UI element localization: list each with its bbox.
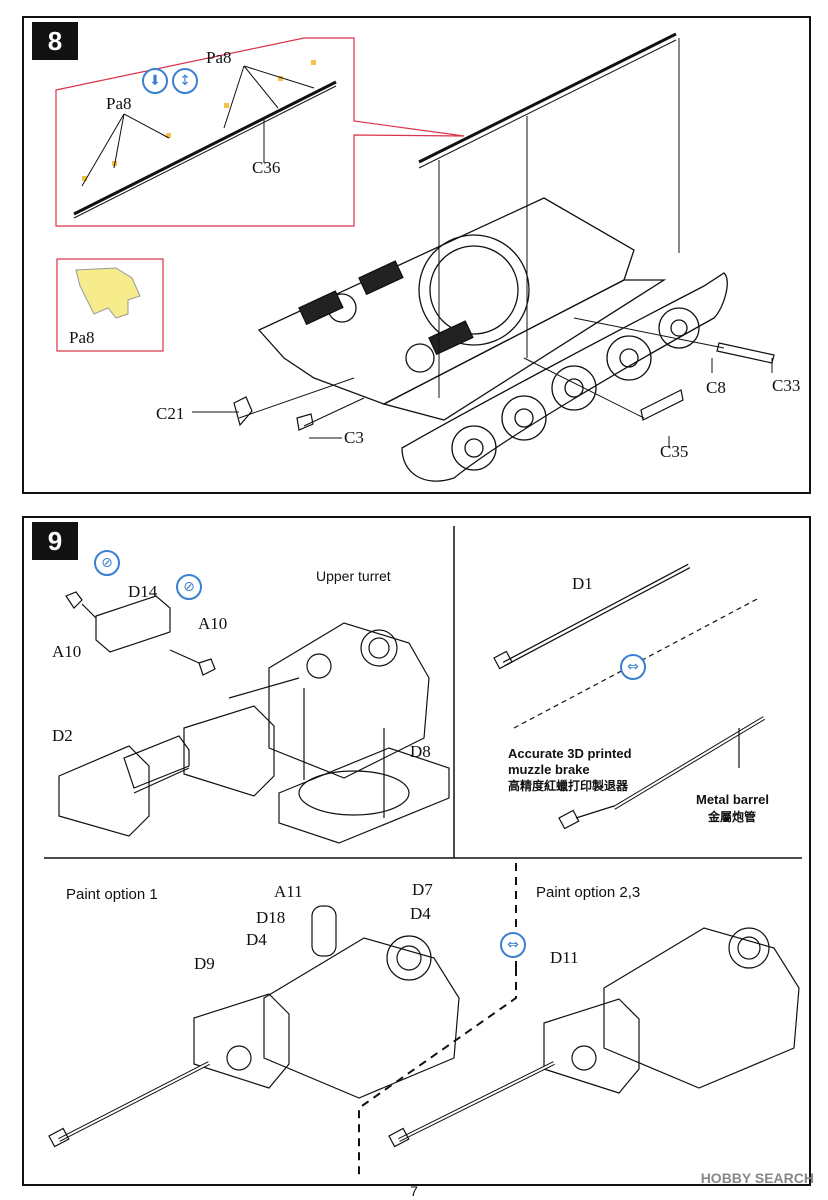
paint-option-23-title: Paint option 2,3: [536, 884, 641, 901]
label-c3: C3: [344, 428, 364, 447]
label-d2: D2: [52, 726, 73, 745]
step-9-panel: 9: [22, 516, 811, 1186]
step-9-drawing: [44, 526, 802, 1178]
symmetry-icon: ↕: [172, 68, 198, 94]
label-a10-left: A10: [52, 642, 82, 661]
no-glue-icon: ⊘: [94, 550, 120, 576]
muzzle-brake-note-line1: Accurate 3D printed: [508, 746, 632, 761]
label-d1: D1: [572, 574, 593, 593]
label-c8: C8: [706, 378, 726, 397]
label-pa8-a: Pa8: [106, 94, 132, 113]
label-upper-turret: Upper turret: [316, 568, 391, 584]
label-c33: C33: [772, 376, 801, 395]
page-number: 7: [410, 1183, 418, 1199]
label-pa8-b: Pa8: [206, 48, 232, 67]
label-d8: D8: [410, 742, 431, 761]
label-a11: A11: [274, 882, 303, 901]
glue-icon: ⬇: [142, 68, 168, 94]
label-d14: D14: [128, 582, 158, 601]
label-pa8-part: Pa8: [69, 328, 95, 347]
step-8-panel: 8: [22, 16, 811, 494]
metal-barrel-note: Metal barrel: [696, 792, 769, 807]
label-d18: D18: [256, 908, 286, 927]
step-number: 8: [32, 22, 78, 60]
step-number: 9: [32, 522, 78, 560]
muzzle-brake-note-line2: muzzle brake: [508, 762, 590, 777]
alternative-icon: ⇔: [500, 932, 526, 958]
watermark: HOBBY SEARCH: [700, 1170, 814, 1186]
paint-option-1-title: Paint option 1: [66, 886, 158, 903]
label-c35: C35: [660, 442, 689, 461]
label-d7: D7: [412, 880, 433, 899]
no-glue-icon: ⊘: [176, 574, 202, 600]
label-d9: D9: [194, 954, 215, 973]
label-d4-left: D4: [246, 930, 267, 949]
label-c36: C36: [252, 158, 281, 177]
label-d4-right: D4: [410, 904, 431, 923]
metal-barrel-note-cn: 金屬炮管: [708, 810, 757, 824]
alternative-icon: ⇔: [620, 654, 646, 680]
label-a10-right: A10: [198, 614, 228, 633]
step-8-drawing: [55, 32, 775, 482]
label-c21: C21: [156, 404, 185, 423]
label-d11: D11: [550, 948, 579, 967]
muzzle-brake-note-cn: 高精度紅蠟打印製退器: [508, 779, 629, 793]
